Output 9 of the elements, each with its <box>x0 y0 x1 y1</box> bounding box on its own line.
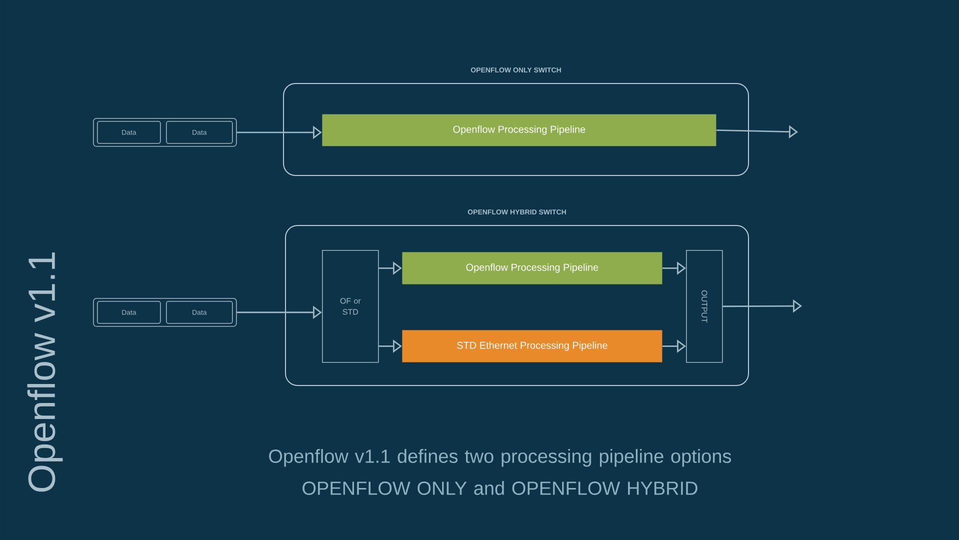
caption: Openflow v1.1 defines two processing pipeline options OPENFLOW ONLY and OPENFLOW HYBRID <box>269 449 732 495</box>
packet-box <box>93 298 237 327</box>
packet-box <box>93 118 237 147</box>
slide-title: Openflow v1.1 <box>27 252 63 492</box>
selector-box: OF or STD <box>322 250 379 363</box>
pipeline-bar: Openflow Processing Pipeline <box>322 114 716 146</box>
output-box: OUTPUT <box>686 250 723 363</box>
pipeline-bar: STD Ethernet Processing Pipeline <box>402 330 662 362</box>
pipeline-bar: Openflow Processing Pipeline <box>402 252 662 284</box>
